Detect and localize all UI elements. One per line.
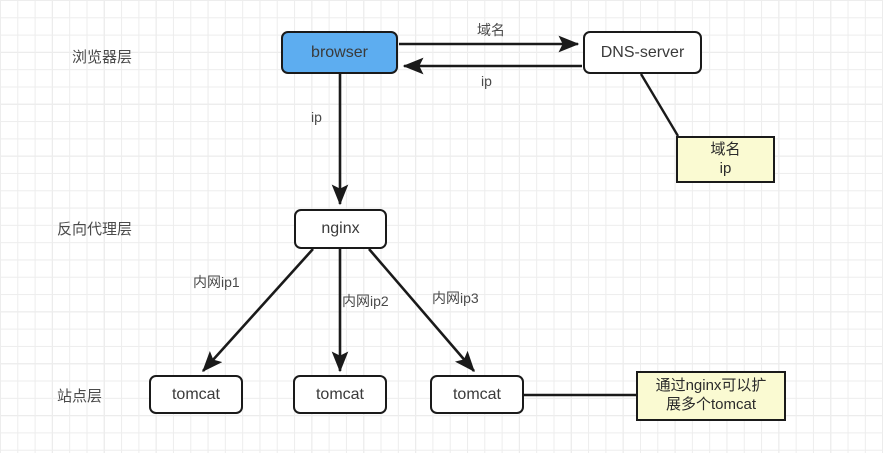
- edge-label-intranet-ip1: 内网ip1: [193, 274, 240, 290]
- note-dns-record: 域名 ip: [676, 136, 775, 183]
- node-nginx[interactable]: nginx: [294, 209, 387, 249]
- edge-label-ip-to-nginx: ip: [311, 109, 322, 125]
- node-dns-server[interactable]: DNS-server: [583, 31, 702, 74]
- edge-nginx-to-tomcat3: [368, 248, 475, 372]
- node-tomcat-2[interactable]: tomcat: [293, 375, 387, 414]
- edge-nginx-to-tomcat1: [202, 248, 314, 372]
- edge-label-domain-name: 域名: [477, 22, 505, 38]
- edge-label-intranet-ip3: 内网ip3: [432, 290, 479, 306]
- note-dns-line1: 域名: [710, 140, 741, 158]
- note-tomcat-line1: 通过nginx可以扩: [655, 377, 767, 395]
- layer-label-reverse-proxy: 反向代理层: [57, 221, 133, 238]
- note-tomcat-line2: 展多个tomcat: [665, 396, 756, 413]
- node-tomcat-3[interactable]: tomcat: [430, 375, 524, 414]
- edge-label-ip-response: ip: [481, 73, 492, 89]
- note-dns-line2: ip: [719, 159, 732, 177]
- node-browser[interactable]: browser: [281, 31, 398, 74]
- edge-dns-to-note: [639, 73, 680, 137]
- edge-label-intranet-ip2: 内网ip2: [342, 293, 389, 309]
- note-tomcat-scale: 通过nginx可以扩 展多个tomcat: [636, 371, 786, 421]
- layer-label-site: 站点层: [57, 388, 103, 405]
- layer-label-browser: 浏览器层: [72, 49, 133, 66]
- node-tomcat-1[interactable]: tomcat: [149, 375, 243, 414]
